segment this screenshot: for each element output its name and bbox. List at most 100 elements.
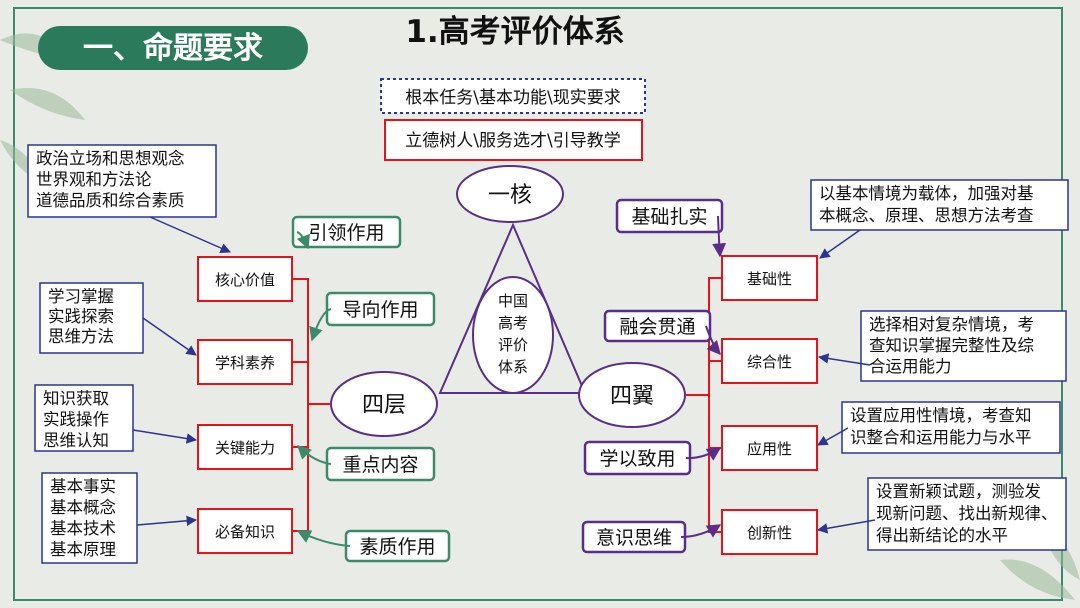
right-note-line: 识整合和运用能力与水平	[850, 428, 1032, 447]
left-note-arrow	[142, 317, 197, 356]
right-tag-arrow	[680, 524, 722, 538]
left-note-line: 实践操作	[43, 410, 109, 429]
slide-frame	[13, 7, 1063, 601]
right-item-box	[721, 425, 818, 471]
right-item-label: 创新性	[747, 524, 792, 542]
right-tag-0: 基础扎实	[615, 198, 727, 258]
right-note-line: 设置新颖试题，测验发	[876, 482, 1041, 501]
right-note-line: 选择相对复杂情境，考	[869, 315, 1034, 334]
right-note-line: 得出新结论的水平	[876, 526, 1008, 545]
right-note-arrow	[817, 427, 849, 446]
left-note-line: 思维认知	[43, 431, 109, 450]
left-note-box	[27, 144, 217, 218]
left-tag-label: 引领作用	[308, 222, 384, 244]
right-note-box	[867, 477, 1067, 551]
left-item-1: 学科素养	[197, 339, 293, 385]
left-item-3: 必备知识	[197, 508, 293, 554]
right-item-label: 应用性	[747, 440, 792, 458]
left-note-line: 道德品质和综合素质	[36, 191, 185, 210]
left-item-box	[197, 256, 293, 302]
wings-label: 四翼	[610, 384, 654, 409]
left-note-line: 实践探索	[48, 307, 114, 326]
left-tag-arrow	[309, 308, 332, 342]
left-note-line: 知识获取	[43, 389, 109, 408]
values-text: 立德树人\服务选才\引导教学	[405, 131, 620, 151]
system-label-line: 中国	[498, 292, 528, 310]
left-note-line: 基本技术	[50, 519, 116, 538]
left-tag-arrow	[296, 231, 310, 250]
right-note-line: 现新问题、找出新规律、	[876, 504, 1058, 523]
right-note-arrow	[817, 353, 871, 366]
system-label-line: 评价	[498, 336, 528, 354]
left-tag-1: 导向作用	[309, 291, 436, 342]
right-note-line: 合运用能力	[869, 357, 952, 376]
right-bracket	[685, 277, 722, 533]
system-label-line: 体系	[498, 358, 528, 376]
left-tag-box	[291, 215, 402, 249]
left-note-box	[39, 282, 144, 354]
left-tag-label: 重点内容	[342, 454, 418, 476]
right-item-1: 综合性	[721, 338, 818, 384]
left-item-label: 关键能力	[215, 439, 275, 457]
left-tag-3: 素质作用	[296, 529, 451, 563]
right-tag-arrow	[705, 325, 721, 356]
left-note-line: 世界观和方法论	[36, 170, 152, 189]
right-item-box	[721, 255, 818, 301]
right-note-line: 设置应用性情境，考查知	[850, 406, 1032, 425]
left-tag-arrow	[296, 530, 351, 547]
left-item-box	[197, 339, 293, 385]
right-tag-label: 学以致用	[599, 448, 675, 470]
page-title: 1.高考评价体系	[405, 14, 624, 50]
left-note-line: 政治立场和思想观念	[36, 148, 185, 168]
left-item-box	[197, 424, 293, 470]
left-item-label: 核心价值	[215, 271, 275, 289]
left-note-box	[41, 472, 138, 564]
right-tag-2: 学以致用	[583, 440, 722, 476]
core-label: 一核	[488, 183, 532, 208]
left-item-label: 必备知识	[215, 523, 275, 541]
layers-label: 四层	[362, 393, 406, 418]
section-badge-text: 一、命题要求	[83, 31, 263, 66]
values-box	[384, 119, 643, 161]
right-tag-label: 融会贯通	[619, 316, 695, 338]
right-tag-arrow	[712, 215, 727, 258]
right-note-arrow	[819, 229, 861, 259]
left-note-arrow	[136, 515, 198, 527]
left-tag-2: 重点内容	[296, 445, 436, 482]
left-note-box	[34, 384, 134, 452]
right-note-arrow	[816, 519, 876, 534]
core-ellipse	[456, 165, 564, 223]
right-note-line: 以基本情境为载体，加强对基	[819, 184, 1034, 203]
system-ellipse	[472, 276, 554, 394]
tasks-box	[380, 78, 646, 114]
right-item-2: 应用性	[721, 425, 818, 471]
right-item-label: 基础性	[747, 270, 792, 288]
right-tag-box	[615, 198, 724, 234]
left-tag-label: 导向作用	[342, 299, 418, 321]
right-tag-1: 融会贯通	[603, 309, 721, 356]
left-note-line: 基本原理	[50, 540, 116, 559]
right-tag-3: 意识思维	[581, 520, 722, 554]
right-item-0: 基础性	[721, 255, 818, 301]
left-item-0: 核心价值	[197, 256, 293, 302]
section-badge: 一、命题要求	[38, 26, 308, 70]
left-item-label: 学科素养	[215, 354, 275, 372]
left-tag-arrow	[296, 445, 332, 465]
right-tag-box	[603, 309, 712, 343]
right-tag-label: 基础扎实	[631, 206, 707, 228]
right-note-box	[860, 310, 1067, 382]
left-note-line: 思维方法	[48, 327, 114, 346]
left-bracket	[292, 278, 331, 532]
left-tag-0: 引领作用	[291, 215, 402, 250]
right-note-box	[841, 401, 1061, 454]
